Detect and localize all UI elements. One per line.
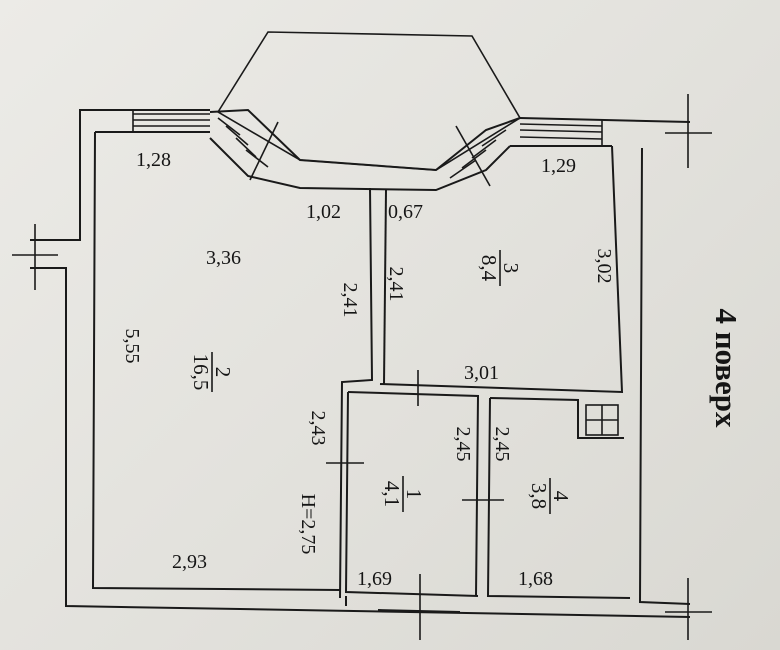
dim-3-36: 3,36 xyxy=(206,247,241,269)
dim-2-41-right: 2,41 xyxy=(385,267,407,302)
dim-2-45-a: 2,45 xyxy=(452,427,474,462)
bay-window xyxy=(209,31,522,192)
room-label-4: 4 3,8 xyxy=(527,478,573,514)
floor-label: 4 поверх xyxy=(709,308,744,428)
outer-walls xyxy=(30,109,691,618)
room-1-number: 1 xyxy=(402,489,426,500)
room-label-1: 1 4,1 xyxy=(380,476,426,512)
dim-1-29: 1,29 xyxy=(541,155,576,177)
dim-3-01: 3,01 xyxy=(464,362,499,384)
dim-2-41-left: 2,41 xyxy=(339,283,361,318)
room-2-number: 2 xyxy=(211,367,235,378)
dim-0-67: 0,67 xyxy=(388,201,423,223)
room-label-3: 3 8,4 xyxy=(477,250,523,286)
dim-2-43: 2,43 xyxy=(307,411,329,446)
window-sill-left xyxy=(132,110,210,132)
room-label-2: 2 16,5 xyxy=(189,352,235,392)
dim-1-02: 1,02 xyxy=(306,201,341,223)
room-3-number: 3 xyxy=(499,263,523,274)
room-2-area: 16,5 xyxy=(189,354,213,391)
vent-shaft-icon xyxy=(585,404,619,436)
room-3-area: 8,4 xyxy=(477,255,501,282)
room-1-area: 4,1 xyxy=(380,481,404,507)
ceiling-height: H=2,75 xyxy=(297,494,319,555)
axis-markers xyxy=(12,94,712,640)
dim-3-02: 3,02 xyxy=(593,249,615,284)
dim-1-28: 1,28 xyxy=(136,149,171,171)
dim-2-93: 2,93 xyxy=(172,551,207,573)
partition-walls xyxy=(339,187,631,613)
room-4-number: 4 xyxy=(549,491,573,502)
room-4-area: 3,8 xyxy=(527,483,551,509)
dim-5-55: 5,55 xyxy=(121,329,143,364)
window-sill-right xyxy=(519,120,603,146)
dim-2-45-b: 2,45 xyxy=(491,427,513,462)
dim-1-68: 1,68 xyxy=(518,568,553,590)
dim-1-69: 1,69 xyxy=(357,568,392,590)
